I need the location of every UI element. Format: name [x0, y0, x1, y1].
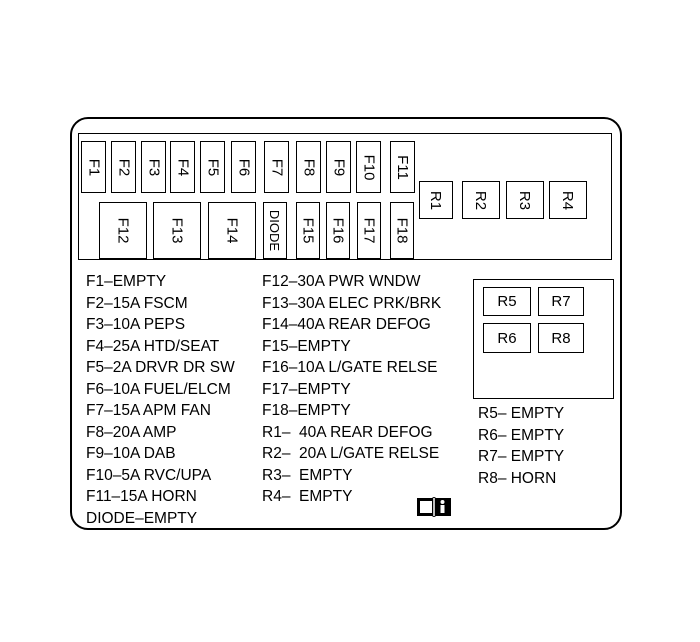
relay-label: R8: [551, 329, 571, 347]
legend-item: F2–15A FSCM: [86, 294, 188, 312]
legend-item: R3– EMPTY: [262, 466, 353, 484]
fuse-f15: F15: [296, 202, 320, 259]
relay-panel: [473, 279, 614, 399]
legend-column-fuses-relays: F12–30A PWR WNDW F13–30A ELEC PRK/BRK F1…: [262, 271, 441, 508]
fuse-f8: F8: [296, 141, 321, 193]
relay-label: R2: [472, 190, 490, 210]
relay-label: R7: [551, 293, 571, 310]
fuse-f3: F3: [141, 141, 166, 193]
relay-r8: R8: [538, 323, 584, 353]
legend-item: F5–2A DRVR DR SW: [86, 359, 235, 376]
fuse-f14: F14: [208, 202, 256, 259]
diode-label: DIODE: [267, 209, 283, 252]
legend-item: F16–10A L/GATE RELSE: [262, 359, 438, 376]
fuse-label: F3: [144, 158, 162, 176]
relay-label: R4: [559, 190, 577, 210]
fuse-label: F2: [114, 158, 132, 176]
fuse-f4: F4: [170, 141, 195, 193]
fuse-label: F1: [84, 158, 102, 176]
fuse-f6: F6: [231, 141, 256, 193]
legend-column-relays: R5– EMPTY R6– EMPTY R7– EMPTY R8– HORN: [478, 403, 564, 489]
legend-item: F12–30A PWR WNDW: [262, 273, 421, 290]
info-manual-icon: [417, 497, 451, 517]
fuse-label: F5: [203, 158, 221, 176]
fuse-f13: F13: [153, 202, 201, 259]
fuse-f12: F12: [99, 202, 147, 259]
fuse-block-label-panel: [70, 117, 622, 530]
diode: DIODE: [263, 202, 287, 259]
fuse-label: F10: [360, 154, 378, 180]
fuse-label: F6: [234, 158, 252, 176]
fuse-label: F17: [360, 217, 378, 244]
legend-item: F3–10A PEPS: [86, 316, 186, 333]
relay-r3: R3: [506, 181, 544, 219]
fuse-label: F13: [168, 217, 186, 244]
relay-label: R1: [427, 190, 445, 210]
relay-r7: R7: [538, 287, 584, 316]
fuse-label: F7: [267, 158, 285, 176]
fuse-f17: F17: [357, 202, 381, 259]
legend-column-fuses: F1–EMPTY F2–15A FSCM F3–10A PEPS F4–25A …: [86, 271, 235, 529]
relay-r5: R5: [483, 287, 531, 316]
relay-r4: R4: [549, 181, 587, 219]
fuse-f5: F5: [200, 141, 225, 193]
fuse-f10: F10: [356, 141, 381, 193]
relay-label: R3: [516, 190, 534, 210]
legend-item: F17–EMPTY: [262, 380, 351, 398]
fuse-label: F16: [329, 217, 347, 244]
relay-label: R5: [497, 293, 517, 310]
legend-item: F15–EMPTY: [262, 337, 351, 355]
fuse-label: F18: [393, 217, 411, 244]
legend-item: F8–20A AMP: [86, 423, 177, 441]
fuse-layout-area: [78, 133, 612, 260]
legend-item: F9–10A DAB: [86, 445, 176, 462]
fuse-label: F9: [329, 158, 347, 176]
legend-item: F7–15A APM FAN: [86, 402, 211, 419]
fuse-label: F11: [394, 154, 412, 180]
legend-item: F13–30A ELEC PRK/BRK: [262, 294, 442, 312]
legend-item: F4–25A HTD/SEAT: [86, 337, 220, 355]
legend-item: R1– 40A REAR DEFOG: [262, 423, 433, 441]
legend-item: DIODE–EMPTY: [86, 509, 198, 527]
fuse-f18: F18: [390, 202, 414, 259]
legend-item: R8– HORN: [478, 469, 557, 487]
legend-item: F1–EMPTY: [86, 273, 167, 290]
legend-item: F11–15A HORN: [86, 488, 197, 505]
relay-r1: R1: [419, 181, 453, 219]
fuse-label: F12: [114, 217, 132, 244]
fuse-f1: F1: [81, 141, 106, 193]
legend-item: R6– EMPTY: [478, 426, 565, 444]
legend-item: F6–10A FUEL/ELCM: [86, 380, 231, 398]
legend-item: R5– EMPTY: [478, 405, 565, 422]
legend-item: R2– 20A L/GATE RELSE: [262, 445, 440, 462]
legend-item: F10–5A RVC/UPA: [86, 466, 212, 484]
fuse-f11: F11: [390, 141, 415, 193]
fuse-label: F8: [299, 158, 317, 176]
fuse-f16: F16: [326, 202, 350, 259]
fuse-label: F15: [299, 217, 317, 244]
relay-r6: R6: [483, 323, 531, 353]
legend-item: R4– EMPTY: [262, 488, 353, 505]
fuse-label: F4: [173, 158, 191, 176]
relay-r2: R2: [462, 181, 500, 219]
relay-label: R6: [497, 329, 517, 347]
fuse-f2: F2: [111, 141, 136, 193]
legend-item: R7– EMPTY: [478, 448, 565, 465]
legend-item: F18–EMPTY: [262, 402, 351, 419]
legend-item: F14–40A REAR DEFOG: [262, 316, 431, 333]
fuse-f7: F7: [264, 141, 289, 193]
fuse-label: F14: [223, 217, 241, 244]
fuse-f9: F9: [326, 141, 351, 193]
